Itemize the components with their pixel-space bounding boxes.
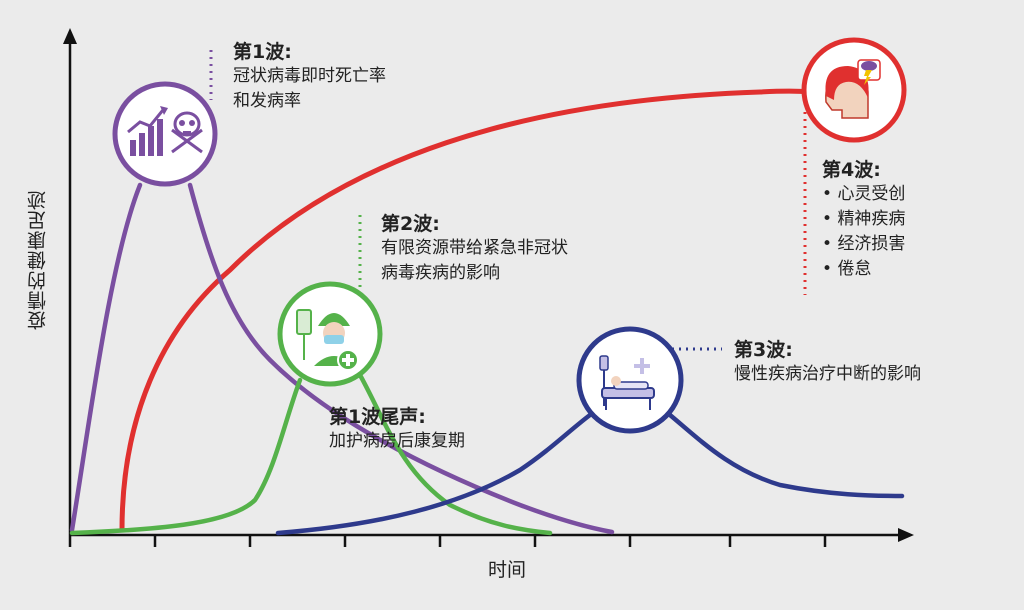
x-axis [68,528,914,547]
wave4-curve [119,88,813,533]
wave3-label: 第3波: 慢性疾病治疗中断的影响 [734,338,921,387]
wave1-desc-line2: 和发病率 [233,91,301,111]
wave4-list: 心灵受创 精神疾病 经济损害 倦怠 [822,182,905,282]
wave3-curve [275,412,905,536]
distressed-head-icon [801,37,907,143]
wave1-curve [69,182,615,535]
wave2-label: 第2波: 有限资源带给紧急非冠状 病毒疾病的影响 [381,212,568,286]
masked-doctor-icon [277,281,383,387]
wave3-desc: 慢性疾病治疗中断的影响 [734,364,921,384]
wave1-title: 第1波: [233,41,292,63]
y-axis-title: 疫情的健康足迹 [27,190,49,330]
wave1-tail-desc: 加护病房后康复期 [329,431,465,451]
wave2-title: 第2波: [381,213,440,235]
x-axis-title: 时间 [488,559,527,581]
wave1-desc-line1: 冠状病毒即时死亡率 [233,66,386,86]
wave4-item: 心灵受创 [822,182,905,207]
wave1-tail-title: 第1波尾声: [329,406,426,428]
wave4-title: 第4波: [822,159,881,181]
wave2-desc-line2: 病毒疾病的影响 [381,263,500,283]
y-axis [63,28,77,535]
chart-skull-icon [112,81,218,187]
wave2-desc-line1: 有限资源带给紧急非冠状 [381,238,568,258]
wave1-tail-label: 第1波尾声: 加护病房后康复期 [329,405,465,454]
wave4-item: 精神疾病 [822,207,905,232]
wave4-item: 经济损害 [822,232,905,257]
wave1-label: 第1波: 冠状病毒即时死亡率 和发病率 [233,40,386,114]
wave1-tail-curve [69,372,553,536]
wave3-title: 第3波: [734,339,793,361]
hospital-bed-icon [576,326,684,434]
wave4-item: 倦怠 [822,257,905,282]
wave4-label: 第4波: 心灵受创 精神疾病 经济损害 倦怠 [822,158,905,282]
